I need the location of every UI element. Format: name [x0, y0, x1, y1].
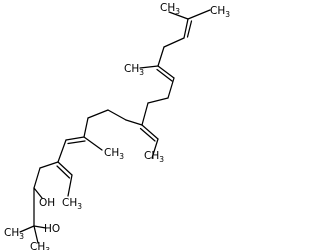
label-methyl-bottom-left: CH3 [4, 227, 24, 241]
label-methyl-top-right: CH3 [210, 5, 230, 19]
label-hydroxyl-upper: OH [39, 197, 55, 209]
bond-lines-unit-4 [57, 109, 127, 163]
bond-lines-unit-5 [39, 161, 73, 197]
label-methyl-bottom: CH3 [30, 241, 50, 250]
bond-lines-terminal-prenyl [157, 9, 211, 67]
bond-lines-diol-end [19, 167, 47, 244]
label-methyl-top-left: CH3 [160, 2, 180, 16]
label-methyl-lower: CH3 [62, 197, 82, 211]
label-methyl-center: CH3 [104, 147, 124, 161]
molecule-structure-diagram: CH3 CH3 CH3 CH3 CH3 CH3 CH3 CH3 OH HO [4, 2, 230, 250]
bond-lines-unit-2 [139, 65, 175, 104]
bond-lines-unit-3 [125, 102, 159, 159]
label-hydroxyl-lower: HO [44, 223, 60, 235]
label-methyl-mid-left: CH3 [124, 63, 144, 77]
label-methyl-mid-right: CH3 [144, 150, 164, 164]
